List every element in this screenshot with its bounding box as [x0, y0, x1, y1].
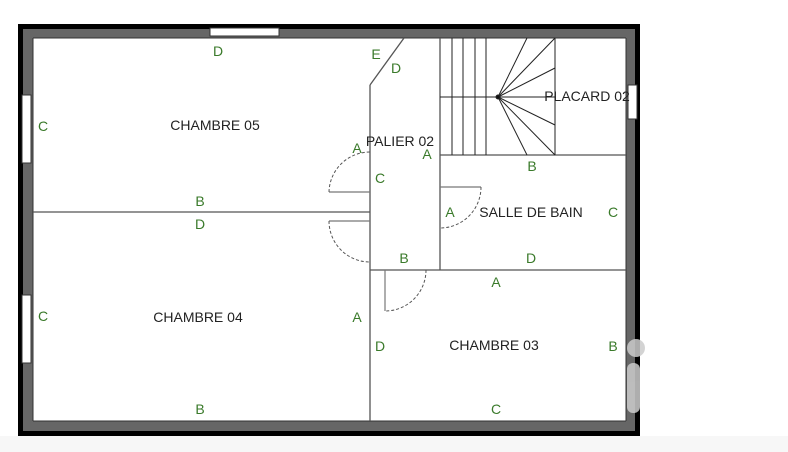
doors	[328, 151, 482, 312]
wall-label: B	[399, 250, 408, 266]
room-label-chambre-03: CHAMBRE 03	[449, 337, 539, 353]
wall-label: A	[445, 204, 455, 220]
room-label-chambre-05: CHAMBRE 05	[170, 117, 260, 133]
wall-label: A	[491, 274, 501, 290]
wall-label: A	[422, 146, 432, 162]
wall-label: B	[195, 193, 204, 209]
window-top	[209, 27, 280, 37]
wall-label: A	[352, 309, 362, 325]
wall-label: C	[608, 204, 618, 220]
room-label-chambre-04: CHAMBRE 04	[153, 309, 243, 325]
wall-label: D	[213, 43, 223, 59]
room-labels: CHAMBRE 05 PALIER 02 PLACARD 02 SALLE DE…	[153, 88, 630, 353]
window-left-upper	[21, 94, 32, 164]
wall-label: B	[608, 338, 617, 354]
windows	[21, 27, 638, 364]
wall-label: D	[195, 216, 205, 232]
exterior-walls	[18, 24, 640, 436]
wall-label: B	[195, 401, 204, 417]
window-right	[627, 84, 638, 120]
wall-label: C	[375, 170, 385, 186]
room-label-placard-02: PLACARD 02	[544, 88, 630, 104]
wall-label: D	[526, 250, 536, 266]
wall-label: C	[38, 118, 48, 134]
wall-label: A	[352, 140, 362, 156]
room-label-salle-de-bain: SALLE DE BAIN	[479, 204, 583, 220]
room-label-palier-02: PALIER 02	[366, 133, 434, 149]
bottom-strip	[0, 436, 788, 452]
wall-label: C	[38, 308, 48, 324]
window-left-lower	[21, 294, 32, 364]
wall-label: B	[527, 158, 536, 174]
wall-label: E	[371, 46, 380, 62]
staircase	[440, 37, 556, 156]
wall-label: C	[491, 401, 501, 417]
wall-label: D	[375, 338, 385, 354]
wall-label: D	[391, 60, 401, 76]
interior-walls	[33, 37, 626, 421]
watermark	[627, 339, 645, 413]
